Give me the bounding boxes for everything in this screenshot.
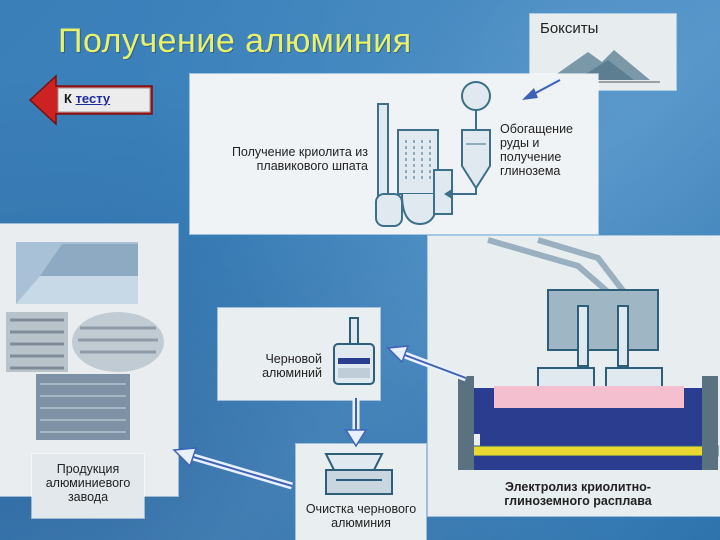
- aluminum-coil-icon: [36, 374, 130, 440]
- left-arrow-icon: [28, 74, 153, 126]
- products-label-box: Продукция алюминиевого завода: [32, 454, 144, 518]
- cryolite-label: Получение криолита из плавикового шпата: [196, 145, 368, 173]
- purification-panel: Очистка чернового алюминия: [296, 444, 426, 540]
- back-button-label: К тесту: [64, 91, 110, 106]
- back-prefix: К: [64, 91, 72, 106]
- enrichment-label: Обогащение руды и получение глинозема: [500, 122, 573, 178]
- bauxite-panel: Бокситы: [530, 14, 676, 90]
- aluminum-bars-bundle-icon: [6, 312, 164, 372]
- crude-aluminum-panel: Черновой алюминий: [218, 308, 380, 400]
- products-line-3: завода: [67, 490, 109, 504]
- enrichment-line-4: глинозема: [500, 164, 561, 178]
- purification-line-1: Очистка чернового: [305, 502, 417, 516]
- products-photo-panel: Продукция алюминиевого завода: [0, 224, 178, 518]
- products-photos: [6, 242, 164, 440]
- cryolite-apparatus-icon: [375, 81, 491, 227]
- crude-aluminum-label: Черновой алюминий: [222, 352, 322, 380]
- crude-aluminum-vessel-icon: [333, 317, 375, 385]
- electrolysis-label: Электролиз криолитно- глиноземного распл…: [448, 480, 708, 508]
- cryolite-line-2: плавикового шпата: [256, 159, 368, 173]
- bauxite-label: Бокситы: [540, 20, 599, 37]
- electrolysis-panel: Электролиз криолитно- глиноземного распл…: [428, 236, 720, 516]
- page-title: Получение алюминия: [58, 22, 412, 60]
- crude-aluminum-line-2: алюминий: [262, 366, 322, 380]
- enrichment-line-1: Обогащение: [500, 122, 574, 136]
- electrolysis-cell-icon: [458, 237, 719, 470]
- electrolysis-line-1: Электролиз криолитно-: [505, 480, 651, 494]
- enrichment-line-2: руды и: [500, 136, 540, 150]
- crude-aluminum-line-1: Черновой: [265, 352, 322, 366]
- purification-apparatus-icon: [324, 453, 393, 495]
- products-line-1: Продукция: [56, 462, 120, 476]
- cryolite-enrichment-panel: Получение криолита из плавикового шпата …: [190, 74, 598, 234]
- purification-label: Очистка чернового алюминия: [296, 502, 426, 530]
- back-to-test-button[interactable]: К тесту: [28, 74, 154, 126]
- products-line-2: алюминиевого: [45, 476, 131, 490]
- products-label: Продукция алюминиевого завода: [32, 462, 144, 504]
- aluminum-ingot-icon: [16, 242, 138, 304]
- enrichment-line-3: получение: [500, 150, 562, 164]
- purification-line-2: алюминия: [331, 516, 391, 530]
- back-link[interactable]: тесту: [75, 91, 111, 106]
- electrolysis-line-2: глиноземного расплава: [504, 494, 652, 508]
- cryolite-line-1: Получение криолита из: [231, 145, 368, 159]
